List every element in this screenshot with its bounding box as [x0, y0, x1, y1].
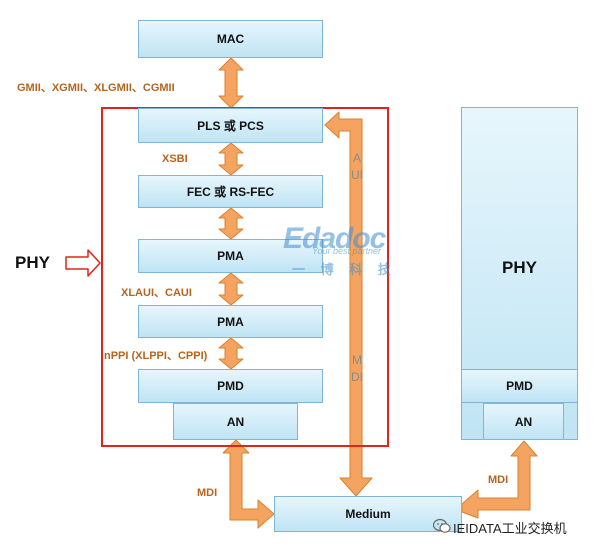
phy-right-label: PHY [502, 258, 537, 277]
watermark-brand: Edadoc [283, 222, 386, 255]
fec-block: FEC 或 RS-FEC [138, 175, 323, 208]
medium-block: Medium [274, 496, 462, 532]
watermark-chinese: 一 博 科 技 [292, 262, 397, 277]
arrow-medium-an-right [461, 440, 538, 519]
pmd-block: PMD [138, 369, 323, 403]
pma-block-lower: PMA [138, 305, 323, 338]
aui-vertical-label: AUI [351, 151, 363, 182]
mdi-right-label: MDI [488, 474, 509, 486]
nppi-label: nPPI (XLPPI、CPPI) [104, 350, 208, 362]
gmii-label: GMII、XGMII、XLGMII、CGMII [17, 82, 175, 94]
phy-pointer-arrow [65, 249, 101, 277]
xlaui-label: XLAUI、CAUI [121, 287, 192, 299]
mdi-left-label: MDI [197, 487, 218, 499]
arrow-an-medium [222, 439, 275, 529]
an-block: AN [173, 403, 298, 440]
wechat-icon [432, 518, 451, 534]
mac-block: MAC [138, 20, 323, 58]
mdi-vertical-label: MDI [351, 353, 363, 384]
pmd-right-block: PMD [461, 369, 578, 403]
xsbi-label: XSBI [162, 153, 188, 165]
an-right-block: AN [483, 403, 564, 440]
watermark-slogan: Your best partner [312, 246, 382, 256]
footer-account: IEIDATA工业交换机 [453, 521, 567, 536]
phy-label: PHY [15, 253, 50, 272]
pma-block-upper: PMA [138, 239, 323, 273]
arrow-mac-pls [218, 57, 244, 109]
pls-pcs-block: PLS 或 PCS [138, 108, 323, 143]
